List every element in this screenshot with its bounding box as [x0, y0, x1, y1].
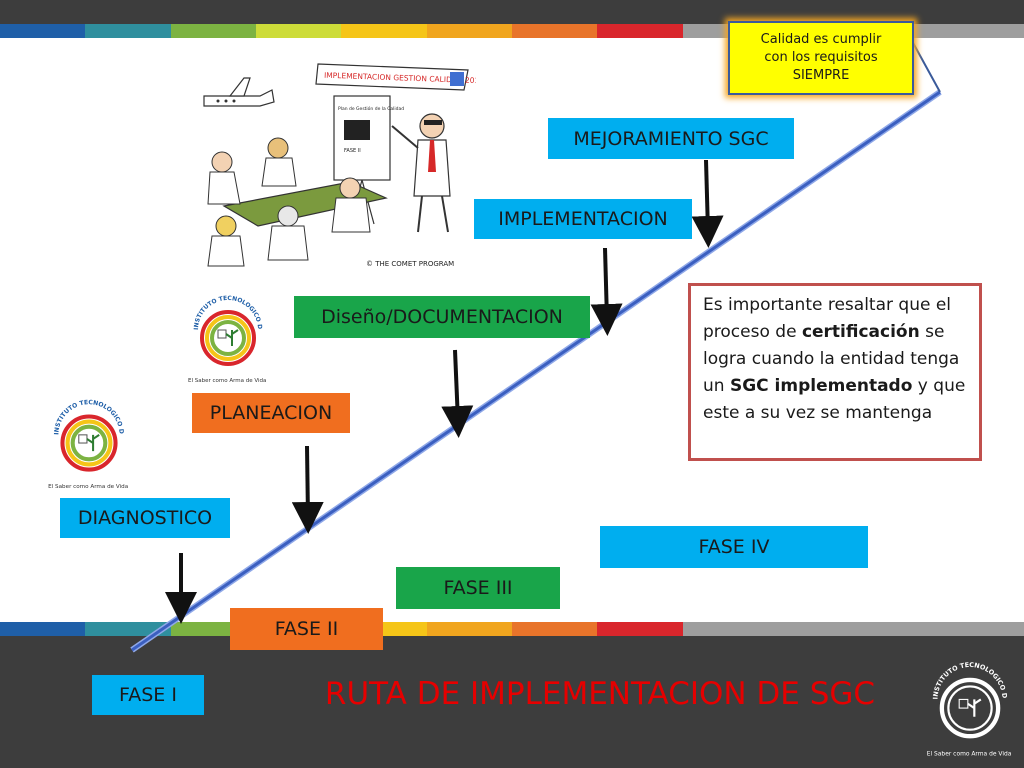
stage-diagnostico: DIAGNOSTICO [60, 498, 230, 538]
top-color-stripe [0, 24, 1024, 38]
quote-line: con los requisitos [764, 50, 878, 65]
phase-2: FASE II [230, 608, 383, 650]
cartoon-credit: © THE COMET PROGRAM [366, 260, 454, 268]
phase-1: FASE I [92, 675, 204, 715]
stage-diseno-documentacion: Diseño/DOCUMENTACION [294, 296, 590, 338]
stage-implementacion: IMPLEMENTACION [474, 199, 692, 239]
stage-mejoramiento-sgc: MEJORAMIENTO SGC [548, 118, 794, 159]
quote-line: SIEMPRE [792, 68, 850, 83]
meeting-cartoon: IMPLEMENTACION GESTION CALIDAD 2016 Plan… [200, 56, 476, 272]
logo-motto: El Saber como Arma de Vida [188, 378, 266, 384]
phase-4: FASE IV [600, 526, 868, 568]
arrow-implementacion [590, 247, 623, 336]
certification-note: Es importante resaltar que el proceso de… [688, 283, 982, 461]
logo-motto: El Saber como Arma de Vida [48, 484, 128, 490]
note-bold-certificacion: certificación [801, 322, 920, 342]
note-text: y que este a su vez se mantenga [703, 376, 966, 423]
quote-line: Calidad es cumplir [760, 32, 882, 47]
quality-quote-box: Calidad es cumplir con los requisitos SI… [728, 21, 914, 95]
institute-logo-footer: INSTITUTO TECNOLOGICO DEL PUTUMAYO El Sa… [922, 654, 1012, 758]
note-text: se logra cuando la entidad tenga un [703, 322, 960, 396]
bottom-color-stripe [0, 622, 1024, 636]
arrow-planeacion [291, 445, 324, 534]
flipchart-subtitle: FASE II [344, 148, 361, 154]
institute-logo: INSTITUTO TECNOLOGICO DEL PUTUMAYO El Sa… [186, 288, 266, 384]
institute-logo: INSTITUTO TECNOLOGICO DEL PUTUMAYO El Sa… [44, 392, 128, 490]
arrow-mejoramiento [691, 159, 724, 248]
note-bold-sgc: SGC implementado [729, 376, 913, 396]
arrow-diseno [441, 349, 474, 438]
phase-3: FASE III [396, 567, 560, 609]
stage-planeacion: PLANEACION [192, 393, 350, 433]
flipchart-title: Plan de Gestión de la Calidad [338, 105, 404, 112]
note-text: Es importante resaltar que el proceso de [703, 295, 952, 342]
top-band [0, 0, 1024, 24]
banner-year-badge [450, 72, 464, 86]
page-title: RUTA DE IMPLEMENTACION DE SGC [324, 676, 876, 712]
logo-motto: El Saber como Arma de Vida [927, 751, 1012, 758]
